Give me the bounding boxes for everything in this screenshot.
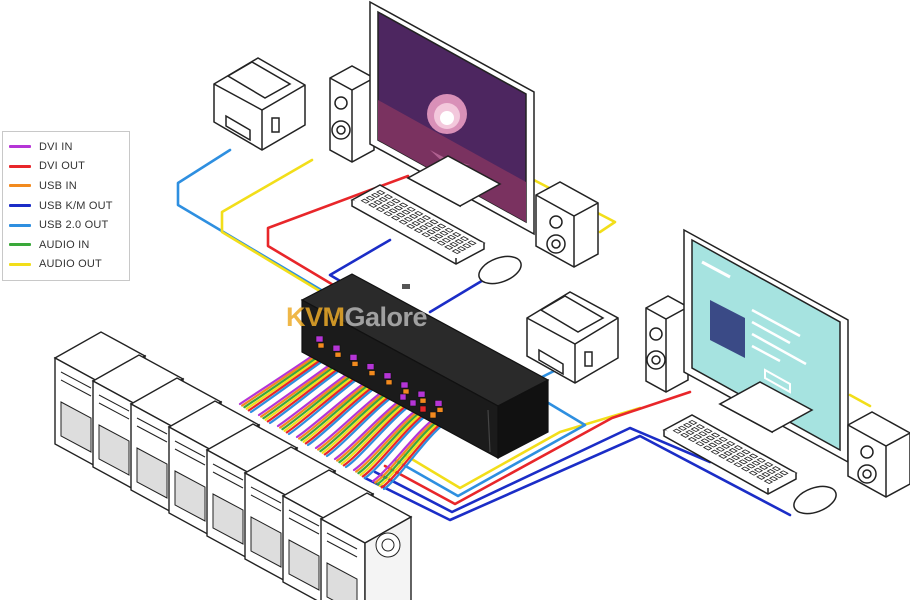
computer-cable [287,375,363,436]
tower-fan-icon [375,532,401,558]
legend-swatch [9,164,31,168]
cable-audio-speaker1 [220,158,330,298]
printer-icon [526,291,619,384]
legend-label: DVI IN [39,140,73,153]
speaker-icon [329,65,375,163]
cable-usb20-out-2 [393,396,587,498]
computer-cable [325,393,397,458]
cable-dvi-out-2 [383,390,692,506]
legend-item: AUDIO OUT [9,255,129,275]
mouse-icon [793,485,837,515]
legend-label: AUDIO OUT [39,258,102,271]
cable-yellow-speaker3 [848,393,872,408]
computer-cable [344,402,414,469]
legend-swatch [9,262,31,266]
cable-dvi-monitor1 [266,174,410,294]
legend-item: USB IN [9,176,129,196]
legend-item: USB 2.0 OUT [9,215,129,235]
legend-label: AUDIO IN [39,238,90,251]
computer-tower-icon [319,492,413,600]
cable-legend: DVI IN DVI OUT USB IN USB K/M OUT USB 2.0 OU… [2,131,130,281]
computer-cable [363,412,431,480]
computer-cable [249,356,329,414]
monitor-icon [683,228,849,464]
mouse-icon [478,255,522,285]
computer-cable [268,366,346,425]
cable-usbkm-mouse1 [428,274,492,314]
cable-usbkm-out-2a [373,426,712,514]
cable-usb20-printer1 [176,148,340,302]
computer-tower-group [53,331,413,600]
kvm-switch-icon [300,273,550,460]
computer-cable [306,384,380,447]
legend-swatch [9,223,31,227]
legend-swatch [9,204,31,208]
cable-usbkm-out-2b [363,434,792,522]
speaker-icon [535,181,599,268]
monitor-icon [369,0,535,236]
speaker-icon [645,295,689,393]
legend-item: DVI OUT [9,157,129,177]
cable-audio-out-2 [403,406,642,490]
legend-label: DVI OUT [39,160,86,173]
legend-label: USB 2.0 OUT [39,219,109,232]
legend-item: USB K/M OUT [9,196,129,216]
legend-swatch [9,184,31,188]
legend-swatch [9,243,31,247]
keyboard-icon [662,414,798,495]
speaker-icon [847,411,910,498]
computer-cable [382,421,448,491]
legend-item: DVI IN [9,137,129,157]
keyboard-icon [350,184,486,265]
legend-item: AUDIO IN [9,235,129,255]
legend-label: USB K/M OUT [39,199,113,212]
printer-icon [213,57,306,151]
legend-swatch [9,145,31,149]
legend-label: USB IN [39,179,77,192]
